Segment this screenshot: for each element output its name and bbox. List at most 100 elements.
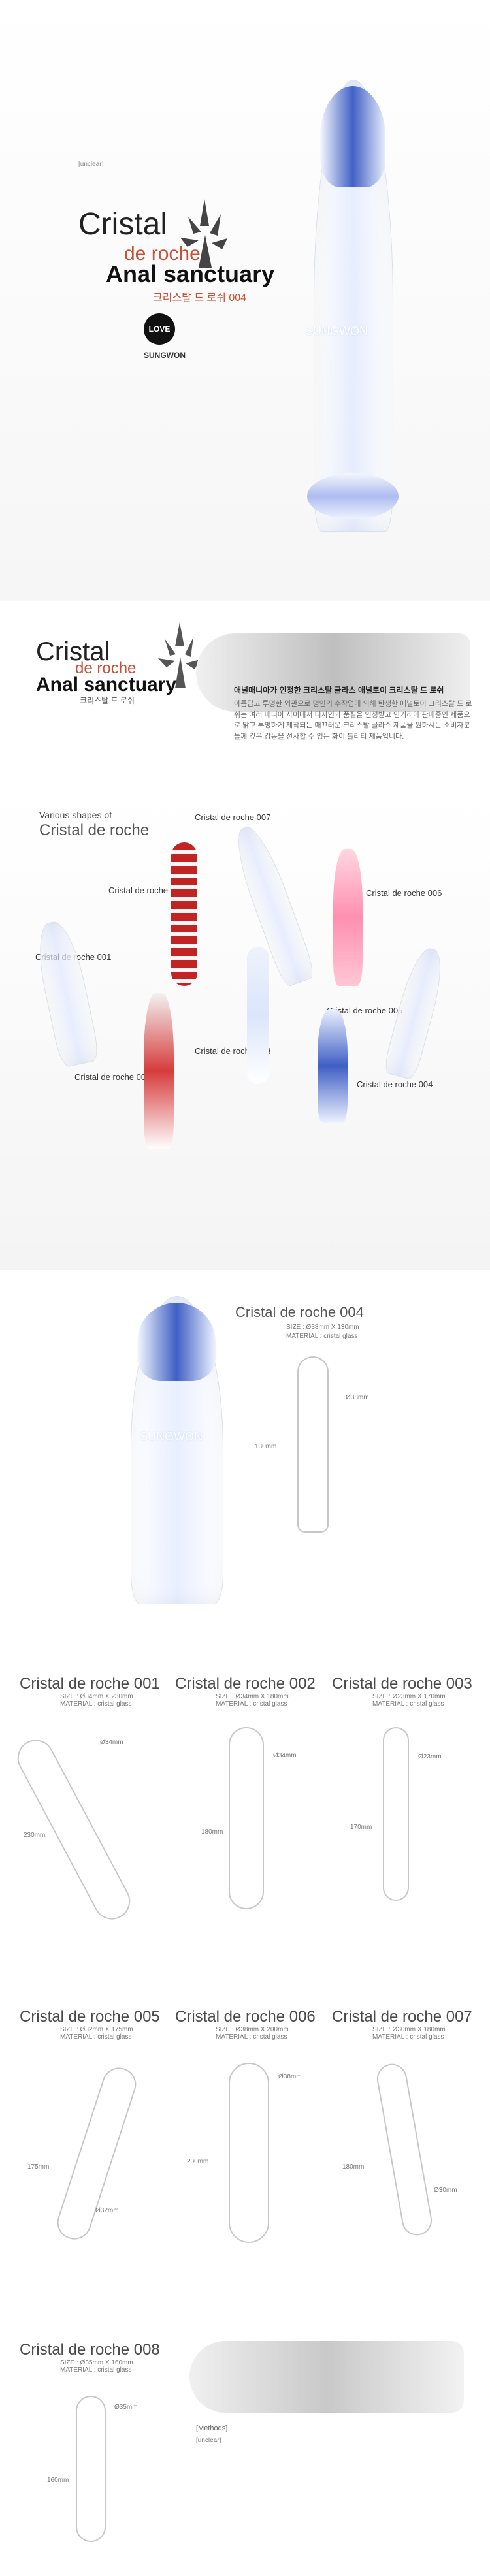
- spec-material: MATERIAL : cristal glass: [216, 2033, 287, 2041]
- spec-material: MATERIAL : cristal glass: [60, 2366, 132, 2374]
- section2-title-3: Anal sanctuary: [36, 674, 177, 695]
- detail-outline: [297, 1356, 329, 1533]
- spec-material: MATERIAL : cristal glass: [372, 1700, 444, 1708]
- spec-card: Cristal de roche 003 SIZE : Ø23mm X 170m…: [332, 1675, 476, 1972]
- spec-outline: [374, 2061, 434, 2238]
- model-image-bottom: [189, 2341, 464, 2413]
- spec-card: Cristal de roche 008 SIZE : Ø35mm X 160m…: [20, 2341, 163, 2576]
- detail-width: Ø38mm: [346, 1394, 369, 1401]
- spec-outline: [52, 2063, 141, 2244]
- detail-height: 130mm: [255, 1443, 277, 1450]
- spec-height: 175mm: [27, 2163, 50, 2171]
- hero-title-2: de roche: [124, 243, 201, 264]
- spec-size: SIZE : Ø30mm X 180mm: [372, 2026, 446, 2033]
- section2-title-1: Cristal: [36, 637, 110, 666]
- detail-section: SUNGWON Cristal de roche 004 SIZE : Ø38m…: [0, 1270, 490, 1675]
- spec-size: SIZE : Ø35mm X 160mm: [60, 2359, 133, 2366]
- spec-outline: [229, 2063, 269, 2243]
- shape-label-008: Cristal de roche 008: [108, 885, 185, 895]
- section2-subtitle: 크리스탈 드 로쉬: [80, 696, 135, 705]
- detail-watermark: SUNGWON: [140, 1430, 203, 1443]
- hero-product-base: [307, 473, 399, 519]
- hero-subtitle: 크리스탈 드 로쉬 004: [153, 293, 247, 304]
- spec-card: Cristal de roche 002 SIZE : Ø34mm X 180m…: [175, 1675, 319, 1972]
- spec-height: 200mm: [187, 2158, 209, 2165]
- hero-title-3: Anal sanctuary: [106, 261, 275, 287]
- shape-label-006: Cristal de roche 006: [366, 888, 442, 898]
- spec-card: Cristal de roche 001 SIZE : Ø34mm X 230m…: [10, 1675, 163, 1972]
- spec-width: Ø30mm: [434, 2187, 457, 2194]
- section2-korean-heading: 애널매니아가 인정한 크리스탈 글라스 애널토이 크리스탈 드 로쉬: [234, 686, 444, 695]
- spec-size: SIZE : Ø23mm X 170mm: [372, 1693, 446, 1700]
- spec-size: SIZE : Ø34mm X 230mm: [60, 1693, 133, 1700]
- detail-product-tip: [137, 1303, 216, 1381]
- spec-size: SIZE : Ø32mm X 175mm: [60, 2026, 133, 2033]
- hero-section: Cristal de roche Anal sanctuary 크리스탈 드 로…: [0, 0, 490, 601]
- model-image: [196, 633, 470, 712]
- intro-section: Cristal de roche Anal sanctuary 크리스탈 드 로…: [0, 601, 490, 797]
- hero-watermark: SUNGWON: [305, 325, 368, 338]
- spec-outline: [76, 2396, 106, 2542]
- crystal-cluster-icon: [169, 196, 240, 274]
- detail-material: MATERIAL : cristal glass: [286, 1333, 358, 1340]
- spec-material: MATERIAL : cristal glass: [372, 2033, 444, 2041]
- spec-outline: [10, 1733, 137, 1926]
- spec-title: Cristal de roche 008: [20, 2341, 160, 2359]
- shape-004-image: [318, 1009, 348, 1123]
- spec-width: Ø35mm: [114, 2404, 138, 2411]
- section2-korean-body: 아름답고 투명한 외관으로 명인의 수작업에 의해 탄생한 애널토이 크리스탈 …: [234, 700, 472, 740]
- hero-title-1: Cristal: [78, 207, 168, 242]
- spec-card: Cristal de roche 006 SIZE : Ø38mm X 200m…: [175, 2008, 319, 2305]
- spec-title: Cristal de roche 003: [332, 1675, 472, 1693]
- methods-text: [unclear]: [196, 2437, 221, 2444]
- shape-003-image: [247, 947, 269, 1084]
- spec-width: Ø23mm: [418, 1753, 442, 1760]
- shape-007-image: [227, 821, 318, 989]
- shape-008-image: [171, 842, 197, 986]
- spec-material: MATERIAL : cristal glass: [216, 1700, 287, 1708]
- shape-001-image: [31, 917, 101, 1069]
- spec-height: 230mm: [24, 1832, 46, 1839]
- spec-title: Cristal de roche 001: [20, 1675, 160, 1693]
- shape-label-005: Cristal de roche 005: [327, 1006, 403, 1015]
- spec-height: 160mm: [47, 2477, 69, 2484]
- spec-outline: [383, 1727, 409, 1901]
- spec-height: 180mm: [342, 2163, 365, 2171]
- spec-width: Ø38mm: [278, 2073, 302, 2080]
- spec-grid-section: Cristal de roche 001 SIZE : Ø34mm X 230m…: [0, 1675, 490, 2542]
- spec-card: Cristal de roche 005 SIZE : Ø32mm X 175m…: [20, 2008, 163, 2305]
- crystal-cluster-icon-small: [150, 620, 209, 692]
- spec-outline: [229, 1727, 264, 1909]
- spec-size: SIZE : Ø34mm X 180mm: [216, 1693, 289, 1700]
- brand-logo: LOVE: [144, 313, 175, 345]
- hero-intro: [unclear]: [78, 161, 104, 168]
- shape-006-image: [333, 849, 363, 986]
- brand-name: SUNGWON: [144, 351, 186, 360]
- spec-width: Ø32mm: [95, 2207, 119, 2214]
- detail-title: Cristal de roche 004: [235, 1304, 364, 1320]
- shapes-section: Various shapes of Cristal de roche Crist…: [0, 797, 490, 1270]
- spec-title: Cristal de roche 005: [20, 2008, 160, 2026]
- spec-width: Ø34mm: [100, 1739, 123, 1746]
- shape-002-image: [144, 993, 174, 1149]
- spec-title: Cristal de roche 006: [175, 2008, 316, 2026]
- shapes-title-2: Cristal de roche: [39, 821, 150, 839]
- shapes-title-1: Various shapes of: [39, 810, 112, 820]
- section2-title-2: de roche: [75, 660, 137, 677]
- spec-height: 170mm: [350, 1824, 372, 1831]
- spec-size: SIZE : Ø38mm X 200mm: [216, 2026, 289, 2033]
- shape-label-007: Cristal de roche 007: [195, 812, 271, 822]
- spec-height: 180mm: [201, 1828, 223, 1836]
- spec-material: MATERIAL : cristal glass: [60, 2033, 132, 2041]
- spec-title: Cristal de roche 007: [332, 2008, 472, 2026]
- spec-title: Cristal de roche 002: [175, 1675, 316, 1693]
- spec-card: Cristal de roche 007 SIZE : Ø30mm X 180m…: [332, 2008, 476, 2305]
- hero-product-blue-tip: [320, 86, 385, 187]
- shape-label-002: Cristal de roche 002: [74, 1072, 151, 1082]
- shape-label-004: Cristal de roche 004: [357, 1079, 433, 1089]
- spec-material: MATERIAL : cristal glass: [60, 1700, 132, 1708]
- detail-size: SIZE : Ø38mm X 130mm: [286, 1324, 359, 1331]
- methods-title: [Methods]: [196, 2425, 228, 2432]
- spec-width: Ø34mm: [273, 1752, 297, 1759]
